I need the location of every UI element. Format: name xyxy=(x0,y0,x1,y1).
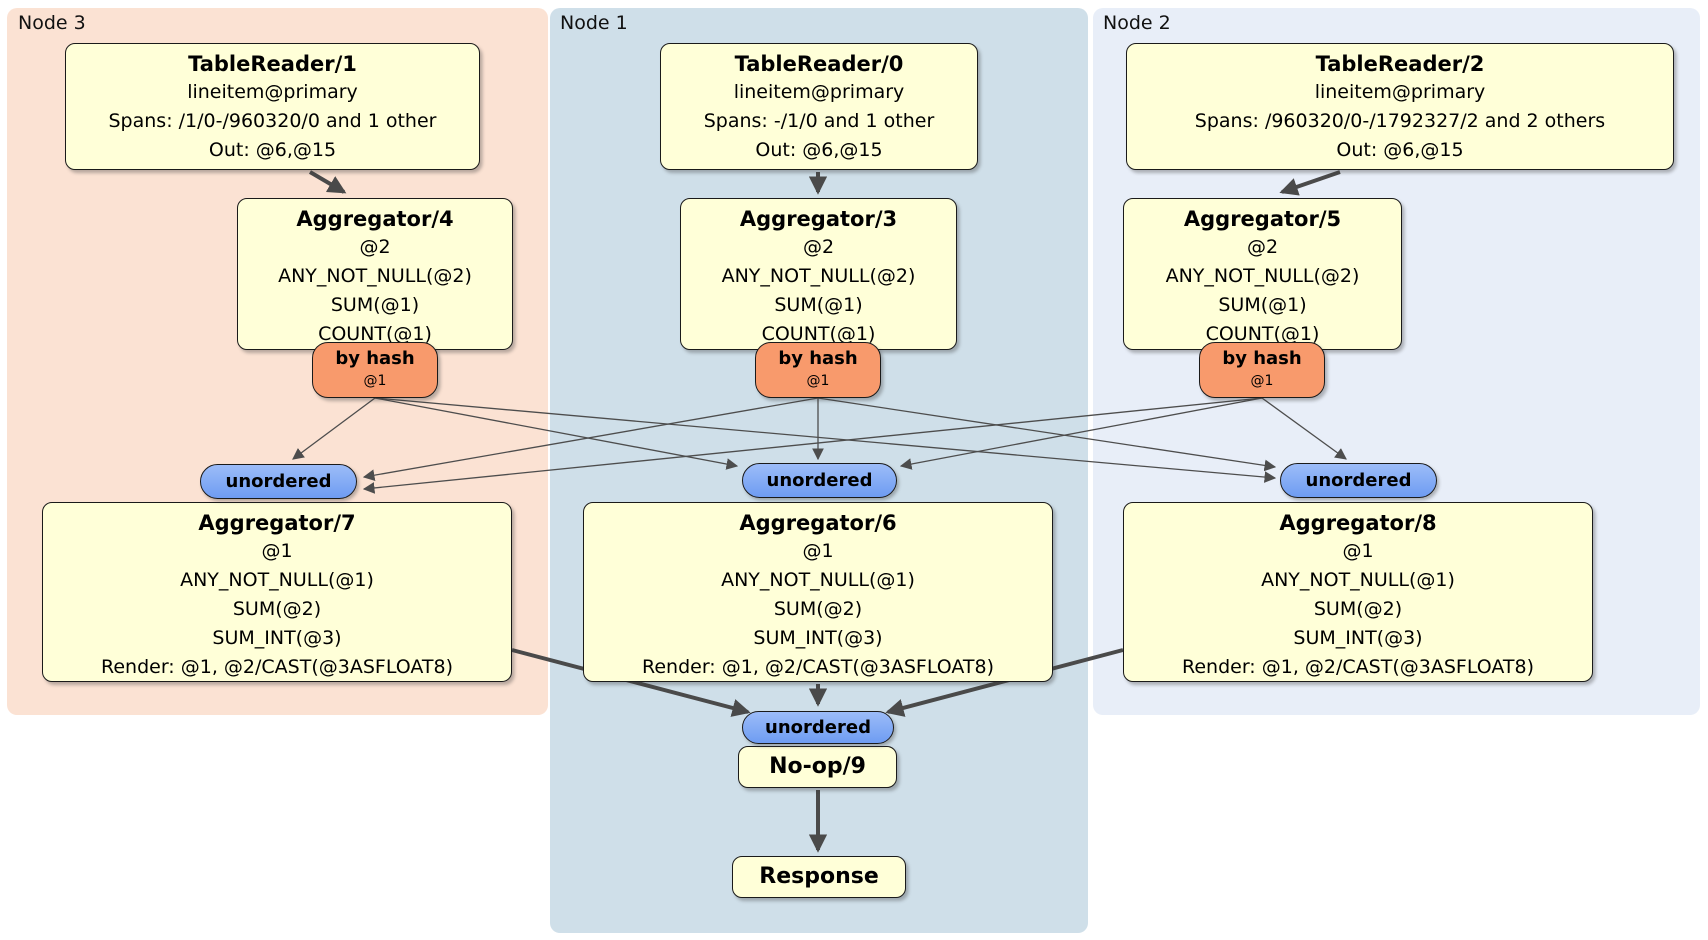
node-detail: Render: @1, @2/CAST(@3ASFLOAT8) xyxy=(642,656,994,678)
node-detail: Out: @6,@15 xyxy=(755,139,883,161)
node-detail: @2 xyxy=(1246,236,1279,258)
node-detail: @2 xyxy=(802,236,835,258)
sync-unordered-right: unordered xyxy=(1280,463,1437,498)
node-detail: SUM_INT(@3) xyxy=(1293,627,1423,649)
router-key: @1 xyxy=(806,373,830,389)
edge-router4-sync-right xyxy=(374,397,1277,483)
node-detail: Render: @1, @2/CAST(@3ASFLOAT8) xyxy=(1182,656,1534,678)
node-detail: Out: @6,@15 xyxy=(208,139,337,161)
node-detail: @1 xyxy=(802,540,834,562)
region-label-node3: Node 3 xyxy=(18,12,86,34)
edge-router4-sync-center xyxy=(374,397,739,470)
edge-router3-sync-left xyxy=(362,397,819,481)
node-title: TableReader/0 xyxy=(734,52,904,76)
node-detail: SUM(@1) xyxy=(330,294,420,316)
node-detail: @1 xyxy=(1342,540,1374,562)
router-label: by hash xyxy=(335,348,415,369)
node-title: Aggregator/6 xyxy=(739,511,897,535)
node-title: Aggregator/5 xyxy=(1183,207,1342,231)
node-detail: SUM(@2) xyxy=(232,598,322,620)
node-detail: ANY_NOT_NULL(@1) xyxy=(1261,569,1455,591)
node-detail: Spans: /960320/0-/1792327/2 and 2 others xyxy=(1194,110,1606,132)
edge-router5-sync-left xyxy=(362,397,1263,494)
node-title: Aggregator/4 xyxy=(296,207,454,231)
node-tablereader-1: TableReader/1 lineitem@primary Spans: /1… xyxy=(65,43,480,170)
node-detail: @1 xyxy=(261,540,293,562)
node-detail: COUNT(@1) xyxy=(1205,323,1320,345)
node-detail: Render: @1, @2/CAST(@3ASFLOAT8) xyxy=(101,656,453,678)
node-tablereader-2: TableReader/2 lineitem@primary Spans: /9… xyxy=(1126,43,1674,170)
edge-tr2-agg5 xyxy=(1279,170,1341,196)
node-aggregator-6: Aggregator/6 @1 ANY_NOT_NULL(@1) SUM(@2)… xyxy=(583,502,1053,682)
router-key: @1 xyxy=(363,373,387,389)
node-aggregator-5: Aggregator/5 @2 ANY_NOT_NULL(@2) SUM(@1)… xyxy=(1123,198,1402,350)
region-label-node1: Node 1 xyxy=(560,12,628,34)
node-detail: Spans: /1/0-/960320/0 and 1 other xyxy=(108,110,437,132)
node-detail: SUM(@1) xyxy=(1218,294,1307,316)
node-noop-9: No-op/9 xyxy=(738,746,897,788)
router-by-hash-left: by hash @1 xyxy=(312,342,438,398)
node-aggregator-7: Aggregator/7 @1 ANY_NOT_NULL(@1) SUM(@2)… xyxy=(42,502,512,682)
node-detail: ANY_NOT_NULL(@1) xyxy=(180,569,374,591)
node-detail: ANY_NOT_NULL(@1) xyxy=(721,569,915,591)
node-detail: COUNT(@1) xyxy=(761,323,876,345)
router-by-hash-center: by hash @1 xyxy=(755,342,881,398)
edge-router4-sync-left xyxy=(292,397,376,460)
node-detail: lineitem@primary xyxy=(1314,81,1486,103)
node-detail: lineitem@primary xyxy=(733,81,905,103)
sync-unordered-center: unordered xyxy=(742,463,897,498)
edge-tr1-agg4 xyxy=(308,170,347,194)
node-title: TableReader/2 xyxy=(1315,52,1485,76)
node-aggregator-4: Aggregator/4 @2 ANY_NOT_NULL(@2) SUM(@1)… xyxy=(237,198,513,350)
node-title: Aggregator/8 xyxy=(1279,511,1437,535)
node-detail: SUM_INT(@3) xyxy=(753,627,883,649)
node-title: Response xyxy=(759,864,879,889)
router-label: by hash xyxy=(1222,348,1302,369)
node-detail: ANY_NOT_NULL(@2) xyxy=(1165,265,1360,287)
node-detail: Spans: -/1/0 and 1 other xyxy=(703,110,935,132)
node-tablereader-0: TableReader/0 lineitem@primary Spans: -/… xyxy=(660,43,978,170)
router-by-hash-right: by hash @1 xyxy=(1199,342,1325,398)
node-aggregator-8: Aggregator/8 @1 ANY_NOT_NULL(@1) SUM(@2)… xyxy=(1123,502,1593,682)
node-detail: COUNT(@1) xyxy=(318,323,432,345)
node-title: Aggregator/3 xyxy=(739,207,898,231)
edge-router5-sync-center xyxy=(899,397,1263,470)
node-title: Aggregator/7 xyxy=(198,511,356,535)
sync-unordered-final: unordered xyxy=(742,711,894,744)
sync-unordered-left: unordered xyxy=(200,464,357,499)
node-detail: SUM(@2) xyxy=(1313,598,1403,620)
node-title: TableReader/1 xyxy=(188,52,357,76)
router-key: @1 xyxy=(1250,373,1274,389)
edge-router5-sync-right xyxy=(1261,397,1347,460)
node-detail: ANY_NOT_NULL(@2) xyxy=(278,265,472,287)
router-label: by hash xyxy=(778,348,858,369)
node-detail: lineitem@primary xyxy=(187,81,358,103)
node-response: Response xyxy=(732,856,906,898)
node-detail: @2 xyxy=(359,236,391,258)
node-detail: Out: @6,@15 xyxy=(1336,139,1464,161)
node-detail: SUM(@2) xyxy=(773,598,863,620)
edge-router3-sync-right xyxy=(817,397,1277,472)
node-detail: ANY_NOT_NULL(@2) xyxy=(721,265,916,287)
node-detail: SUM(@1) xyxy=(774,294,863,316)
node-aggregator-3: Aggregator/3 @2 ANY_NOT_NULL(@2) SUM(@1)… xyxy=(680,198,957,350)
region-label-node2: Node 2 xyxy=(1103,12,1171,34)
node-detail: SUM_INT(@3) xyxy=(212,627,342,649)
node-title: No-op/9 xyxy=(769,754,866,779)
